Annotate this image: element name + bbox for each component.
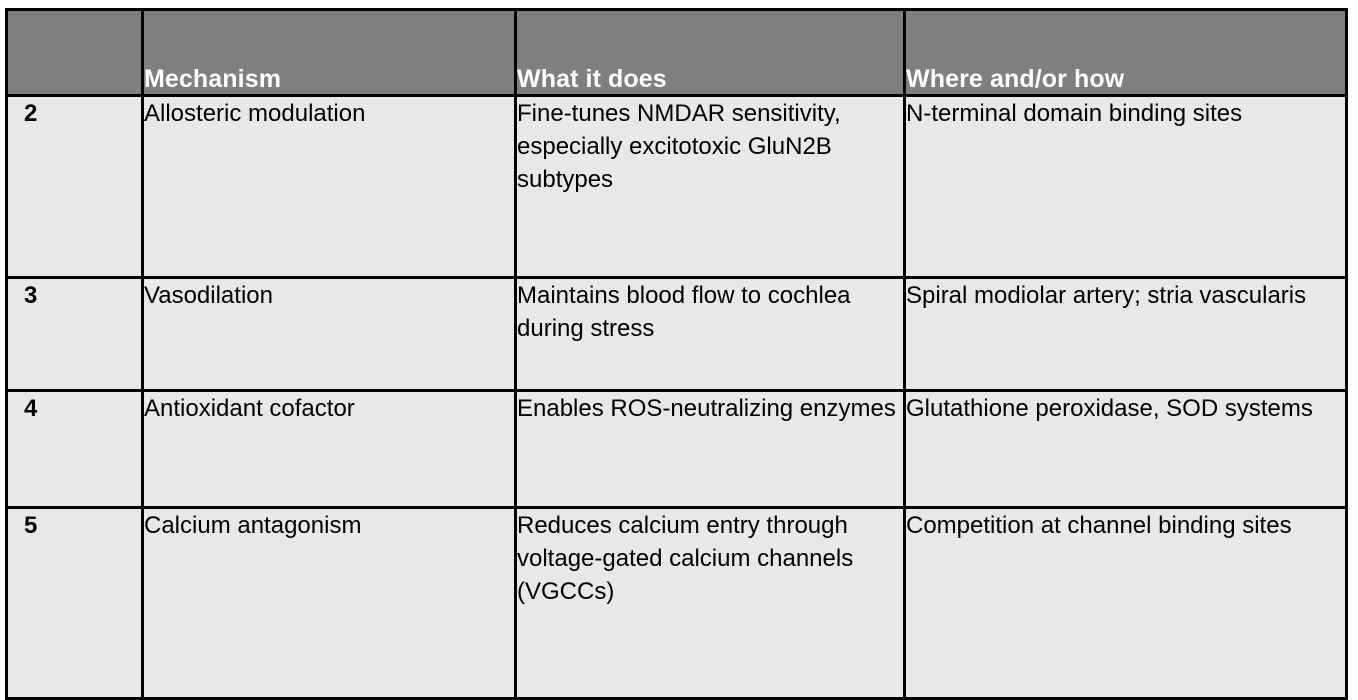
what-it-does-cell: Reduces calcium entry through voltage-ga… (514, 506, 906, 700)
column-header-what-it-does: What it does (514, 8, 906, 97)
mechanism-cell: Allosteric modulation (141, 94, 517, 279)
where-and-or-how-cell: Competition at channel binding sites (903, 506, 1348, 700)
mechanism-cell: Antioxidant cofactor (141, 389, 517, 509)
table-header-row: Mechanism What it does Where and/or how (5, 8, 1348, 97)
mechanisms-table: Mechanism What it does Where and/or how … (5, 8, 1348, 700)
what-it-does-cell: Enables ROS-neutralizing enzymes (514, 389, 906, 509)
column-header-index (5, 8, 144, 97)
mechanism-cell: Calcium antagonism (141, 506, 517, 700)
where-and-or-how-cell: Glutathione peroxidase, SOD systems (903, 389, 1348, 509)
table-row: 5 Calcium antagonism Reduces calcium ent… (5, 506, 1348, 700)
row-index-cell: 2 (5, 94, 144, 279)
what-it-does-cell: Maintains blood flow to cochlea during s… (514, 276, 906, 392)
table-row: 2 Allosteric modulation Fine-tunes NMDAR… (5, 94, 1348, 279)
table-body: 2 Allosteric modulation Fine-tunes NMDAR… (5, 94, 1348, 700)
where-and-or-how-cell: Spiral modiolar artery; stria vascularis (903, 276, 1348, 392)
column-header-where-and-or-how: Where and/or how (903, 8, 1348, 97)
row-index-cell: 5 (5, 506, 144, 700)
mechanism-cell: Vasodilation (141, 276, 517, 392)
table-header: Mechanism What it does Where and/or how (5, 8, 1348, 97)
row-index-cell: 4 (5, 389, 144, 509)
row-index-cell: 3 (5, 276, 144, 392)
table-row: 3 Vasodilation Maintains blood flow to c… (5, 276, 1348, 392)
column-header-mechanism: Mechanism (141, 8, 517, 97)
what-it-does-cell: Fine-tunes NMDAR sensitivity, especially… (514, 94, 906, 279)
where-and-or-how-cell: N-terminal domain binding sites (903, 94, 1348, 279)
table-row: 4 Antioxidant cofactor Enables ROS-neutr… (5, 389, 1348, 509)
